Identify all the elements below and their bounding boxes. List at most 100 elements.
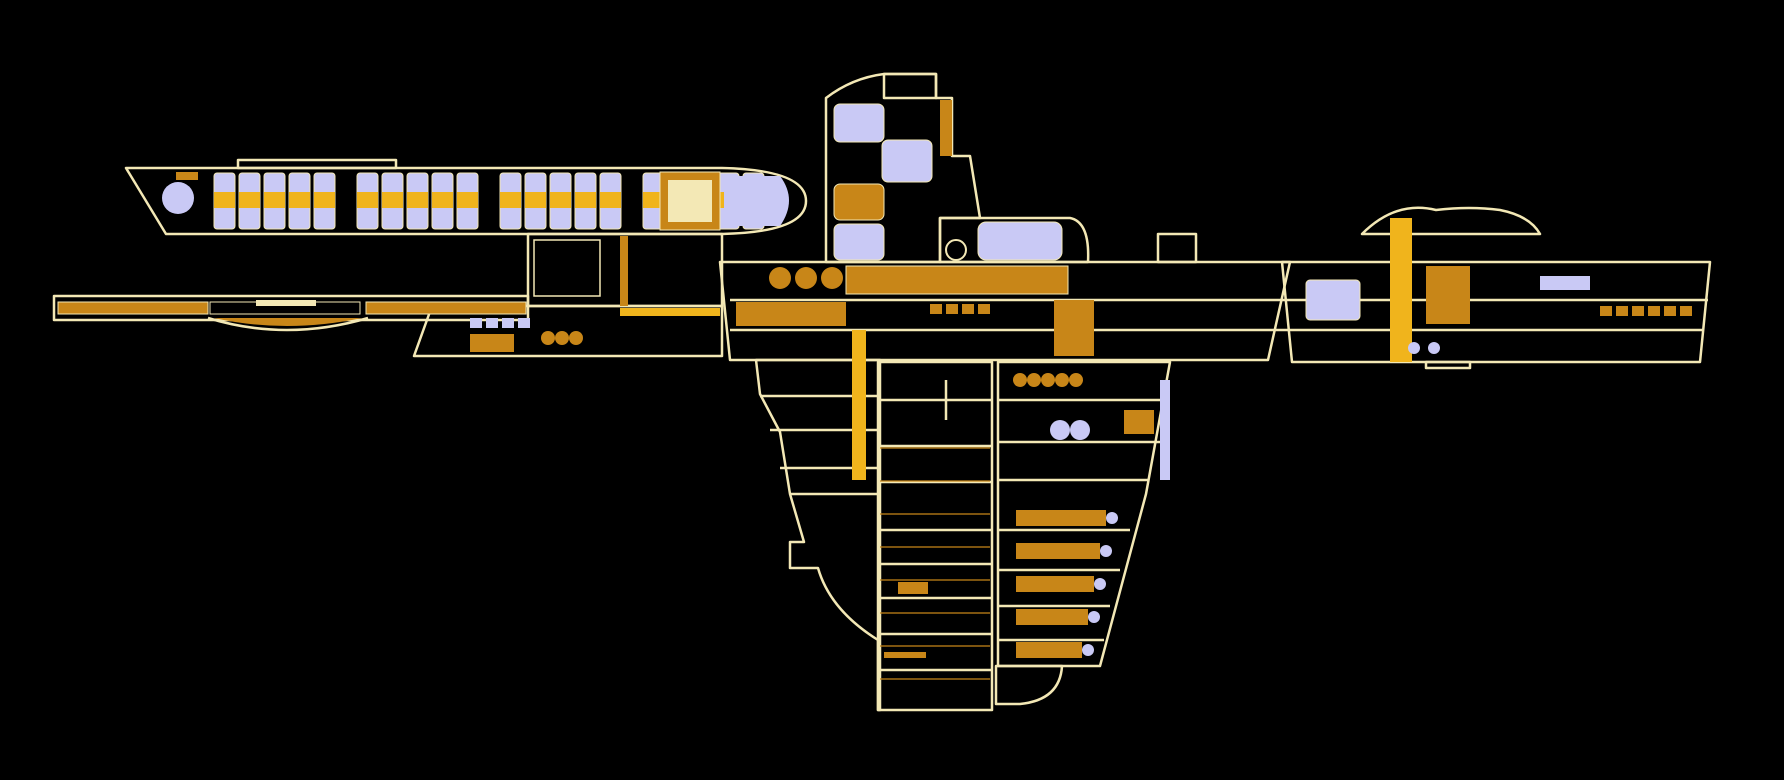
pod-band <box>525 192 546 208</box>
cargo-box <box>1016 543 1100 559</box>
cargo-barrel <box>1013 373 1027 387</box>
aft-bunk <box>1540 276 1590 290</box>
central-tower-hull <box>824 72 982 264</box>
cargo-canister <box>1094 578 1106 590</box>
main-deck-crate <box>962 304 974 314</box>
aft-crate <box>1632 306 1644 316</box>
main-deck-sphere <box>795 267 817 289</box>
vertical-shaft-hull <box>876 360 994 712</box>
main-deck-bunker <box>845 265 1069 295</box>
main-deck-crate <box>978 304 990 314</box>
cargo-box <box>1016 609 1088 625</box>
barrel <box>555 331 569 345</box>
barrel <box>569 331 583 345</box>
lower-bay <box>994 664 1064 706</box>
cargo-canister <box>1082 644 1094 656</box>
main-deck-crate <box>930 304 942 314</box>
crate-lavender <box>486 318 498 328</box>
aft-cargo-stack <box>1426 266 1470 324</box>
aft-tank <box>1305 279 1361 321</box>
aft-crate <box>1616 306 1628 316</box>
barrel <box>541 331 555 345</box>
lift-shaft-main <box>852 330 866 480</box>
forward-lower-details <box>470 236 720 352</box>
cargo-canister <box>1088 611 1100 623</box>
crate-stack <box>470 334 514 352</box>
pod-band <box>289 192 310 208</box>
pod-band <box>314 192 335 208</box>
pod-hub-core <box>668 180 712 222</box>
aft-module-hull <box>1280 260 1712 364</box>
cargo-sphere <box>1050 420 1070 440</box>
tower-vent <box>940 100 952 156</box>
antenna-mast <box>1160 380 1170 480</box>
cargo-canister <box>1100 545 1112 557</box>
pod-band <box>643 192 664 208</box>
forward-lower-upper <box>526 232 724 308</box>
tower-cap <box>882 72 938 100</box>
aft-lift-shaft <box>1390 218 1412 362</box>
boom-rail-right <box>365 301 527 315</box>
main-deck-hull <box>718 260 1292 362</box>
main-deck-crate <box>946 304 958 314</box>
pod-band <box>575 192 596 208</box>
pod-band <box>264 192 285 208</box>
tower-tank-5 <box>977 221 1063 261</box>
aft-keel <box>1424 360 1472 370</box>
aft-dome <box>1360 206 1542 236</box>
cargo-box <box>1016 642 1082 658</box>
aft-crate <box>1648 306 1660 316</box>
pod-band <box>600 192 621 208</box>
aft-crate <box>1680 306 1692 316</box>
cargo-machine <box>1124 410 1154 434</box>
pod-tail-dome <box>724 176 789 226</box>
cargo-barrel <box>1027 373 1041 387</box>
pod-nose-band <box>176 172 198 180</box>
pod-stack-hull <box>124 166 808 236</box>
tower-tank-4 <box>833 223 885 261</box>
aft-crate <box>1664 306 1676 316</box>
cargo-box <box>1016 510 1106 526</box>
main-deck-upper <box>1156 232 1198 264</box>
pod-band <box>357 192 378 208</box>
main-deck-cylinder <box>1054 300 1094 356</box>
cargo-barrel <box>1055 373 1069 387</box>
cargo-sphere <box>1070 420 1090 440</box>
pod-stack-dorsal <box>236 158 398 170</box>
pod-band <box>432 192 453 208</box>
pod-band <box>382 192 403 208</box>
aft-crate <box>1600 306 1612 316</box>
cargo-box <box>1016 576 1094 592</box>
lift-shaft-fwd <box>620 236 628 306</box>
pod-band <box>457 192 478 208</box>
pod-band <box>407 192 428 208</box>
forward-boom-details <box>57 300 527 326</box>
main-deck-engine <box>736 302 846 326</box>
shuttle-bay <box>214 318 362 326</box>
cargo-hold-hull <box>996 360 1172 668</box>
pod-band <box>550 192 571 208</box>
viewport-window <box>533 239 601 297</box>
cargo-canister <box>1106 512 1118 524</box>
crate-lavender <box>470 318 482 328</box>
cargo-barrel <box>1069 373 1083 387</box>
pod-band <box>500 192 521 208</box>
tower-tank-3 <box>833 183 885 221</box>
aft-canister <box>1408 342 1420 354</box>
tower-tank-2 <box>881 139 933 183</box>
boom-rail-left <box>57 301 209 315</box>
shaft-cargo-low <box>884 652 926 658</box>
aft-canister <box>1428 342 1440 354</box>
main-deck-sphere <box>821 267 843 289</box>
pod-band <box>214 192 235 208</box>
main-deck-sphere <box>769 267 791 289</box>
shuttle-craft <box>256 300 316 306</box>
fwd-conduit <box>620 308 720 316</box>
shaft-cargo <box>898 582 928 594</box>
tower-porthole <box>945 239 967 261</box>
shuttle-bay-hull <box>207 316 369 332</box>
crate-lavender <box>518 318 530 328</box>
pod-nose-sphere <box>162 182 194 214</box>
